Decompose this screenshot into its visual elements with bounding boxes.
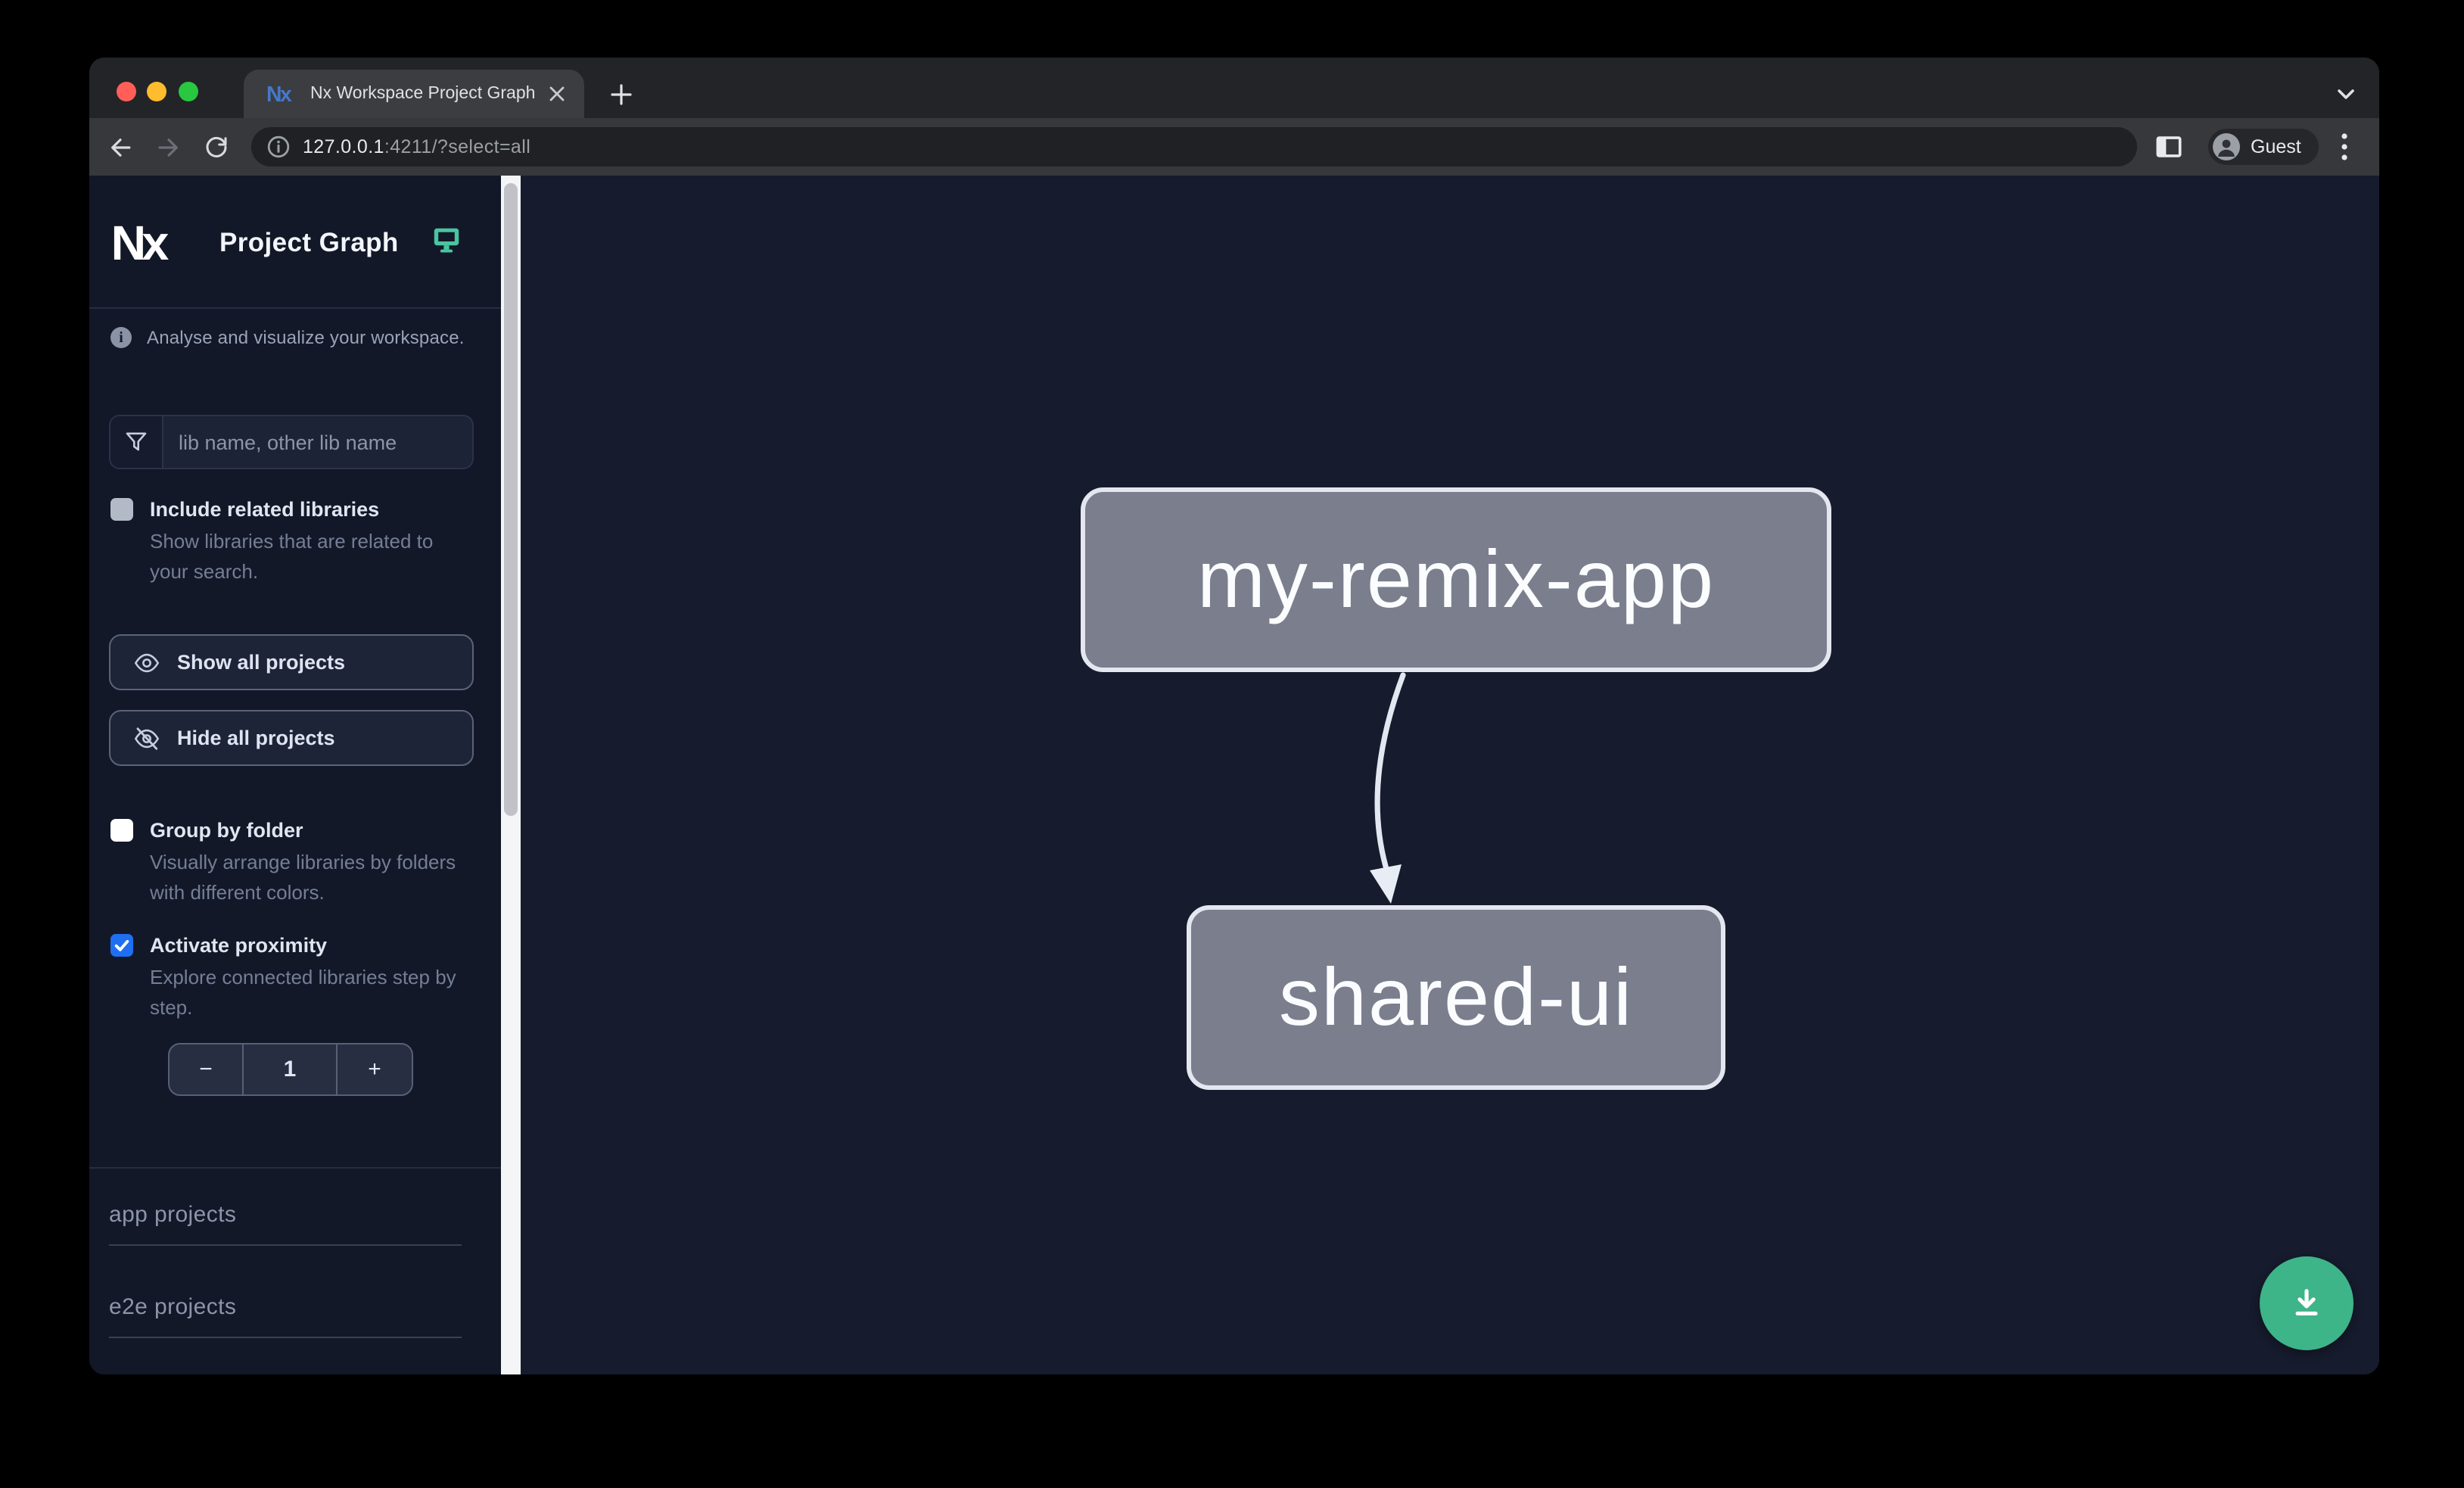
profile-name: Guest (2251, 136, 2301, 157)
graph-node-my-remix-app[interactable]: my-remix-app (1081, 487, 1831, 672)
section-app-projects: app projects (109, 1202, 462, 1246)
divider (89, 1167, 501, 1169)
tagline-text: Analyse and visualize your workspace. (147, 327, 465, 348)
side-panel-icon[interactable] (2152, 130, 2186, 163)
option-group-by-folder: Group by folder Visually arrange librari… (109, 817, 456, 907)
group-by-folder-checkbox[interactable] (110, 819, 133, 842)
decrement-button[interactable]: − (170, 1044, 244, 1094)
browser-tab-strip: Nx Nx Workspace Project Graph (89, 58, 2379, 118)
include-related-checkbox[interactable] (110, 498, 133, 521)
url-bar[interactable]: 127.0.0.1:4211/?select=all (251, 127, 2137, 167)
node-label: shared-ui (1278, 952, 1634, 1043)
option-description: Explore connected libraries step by step… (150, 966, 456, 1018)
site-info-icon[interactable] (266, 135, 291, 159)
proximity-depth-stepper: − 1 + (168, 1043, 413, 1096)
download-graph-button[interactable] (2260, 1256, 2354, 1350)
url-host: 127.0.0.1 (303, 136, 384, 157)
graph-canvas[interactable]: my-remix-app shared-ui (521, 176, 2379, 1374)
browser-window: Nx Nx Workspace Project Graph (89, 58, 2379, 1374)
nx-favicon-icon: Nx (266, 82, 294, 107)
theme-monitor-icon[interactable] (433, 226, 460, 254)
svg-text:Nx: Nx (266, 82, 292, 107)
option-description: Show libraries that are related to your … (150, 530, 434, 582)
hide-all-label: Hide all projects (177, 727, 335, 749)
nx-logo: Nx (111, 216, 174, 270)
reload-button[interactable] (200, 130, 233, 163)
increment-button[interactable]: + (336, 1044, 412, 1094)
option-label[interactable]: Activate proximity (150, 934, 328, 957)
info-icon: i (110, 327, 132, 348)
node-label: my-remix-app (1196, 534, 1716, 625)
divider (89, 307, 501, 309)
tab-close-icon[interactable] (545, 82, 569, 106)
tab-search-chevron-icon[interactable] (2329, 77, 2363, 111)
show-all-label: Show all projects (177, 651, 346, 674)
macos-zoom-button[interactable] (178, 81, 198, 101)
eye-icon (134, 652, 160, 672)
search-box (109, 415, 474, 469)
macos-close-button[interactable] (116, 81, 135, 101)
browser-menu-icon[interactable] (2329, 130, 2360, 163)
graph-node-shared-ui[interactable]: shared-ui (1187, 905, 1725, 1090)
forward-button[interactable] (151, 130, 185, 163)
section-e2e-projects: e2e projects (109, 1294, 462, 1338)
option-description: Visually arrange libraries by folders wi… (150, 851, 456, 903)
option-label[interactable]: Include related libraries (150, 498, 380, 521)
page-title: Project Graph (219, 227, 399, 257)
new-tab-button[interactable] (604, 77, 637, 111)
download-icon (2295, 1289, 2318, 1316)
tab-title: Nx Workspace Project Graph (310, 85, 536, 103)
sidebar-header: Nx Project Graph (89, 176, 501, 307)
stepper-value: 1 (283, 1057, 297, 1082)
tagline-row: i Analyse and visualize your workspace. (110, 327, 465, 348)
macos-minimize-button[interactable] (147, 81, 166, 101)
hide-all-projects-button[interactable]: Hide all projects (109, 710, 474, 766)
sidebar-scrollbar-track (501, 176, 521, 1374)
option-activate-proximity: Activate proximity Explore connected lib… (109, 932, 456, 1022)
activate-proximity-checkbox[interactable] (110, 934, 133, 957)
url-text: 127.0.0.1:4211/?select=all (303, 136, 530, 157)
profile-button[interactable]: Guest (2208, 129, 2319, 165)
eye-off-icon (134, 727, 160, 749)
svg-text:Nx: Nx (111, 216, 170, 270)
option-include-related: Include related libraries Show libraries… (109, 497, 454, 586)
sidebar: Nx Project Graph i Analyse and visualize… (89, 176, 501, 1374)
avatar (2213, 133, 2240, 160)
url-path: :4211/?select=all (384, 136, 531, 157)
search-input[interactable] (163, 416, 472, 468)
page-content: Nx Project Graph i Analyse and visualize… (89, 176, 2379, 1374)
browser-tab[interactable]: Nx Nx Workspace Project Graph (244, 70, 584, 118)
filter-icon (110, 416, 163, 468)
back-button[interactable] (103, 130, 136, 163)
dependency-edge (1370, 672, 1406, 904)
checkmark-icon (114, 939, 129, 951)
option-label[interactable]: Group by folder (150, 819, 303, 842)
show-all-projects-button[interactable]: Show all projects (109, 634, 474, 690)
sidebar-scrollbar-thumb[interactable] (504, 183, 518, 816)
